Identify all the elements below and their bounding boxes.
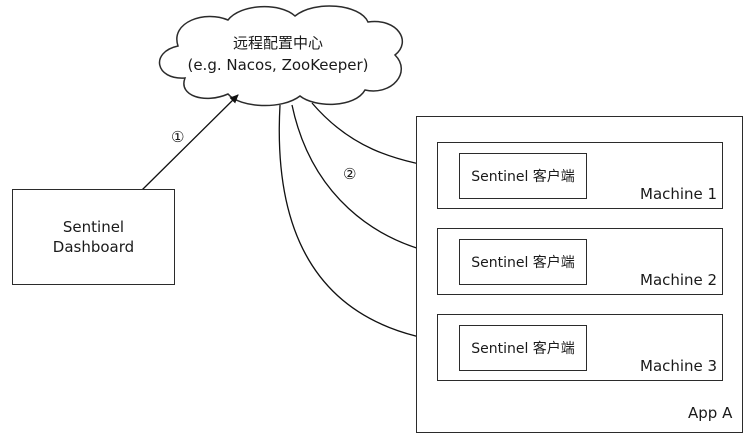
config-center-subtitle: (e.g. Nacos, ZooKeeper) (187, 56, 369, 74)
sentinel-dashboard-box: Sentinel Dashboard (12, 189, 175, 285)
sentinel-client-2: Sentinel 客户端 (459, 239, 587, 285)
pull-arrow-machine-3 (278, 104, 457, 347)
push-arrow (141, 94, 239, 191)
step-2-marker: ② (343, 165, 357, 183)
sentinel-client-1: Sentinel 客户端 (459, 153, 587, 199)
machine-3-label: Machine 3 (640, 357, 718, 375)
machine-1-label: Machine 1 (640, 185, 718, 203)
config-center-title: 远程配置中心 (232, 34, 323, 52)
machine-2-label: Machine 2 (640, 271, 718, 289)
config-center-cloud (158, 5, 403, 107)
step-1-marker: ① (171, 128, 185, 146)
app-a-label: App A (688, 404, 733, 422)
config-center-label: 远程配置中心 (e.g. Nacos, ZooKeeper) (150, 32, 406, 76)
sentinel-client-3: Sentinel 客户端 (459, 325, 587, 371)
dashboard-line-1: Sentinel (62, 218, 125, 236)
dashboard-line-2: Dashboard (52, 238, 135, 256)
